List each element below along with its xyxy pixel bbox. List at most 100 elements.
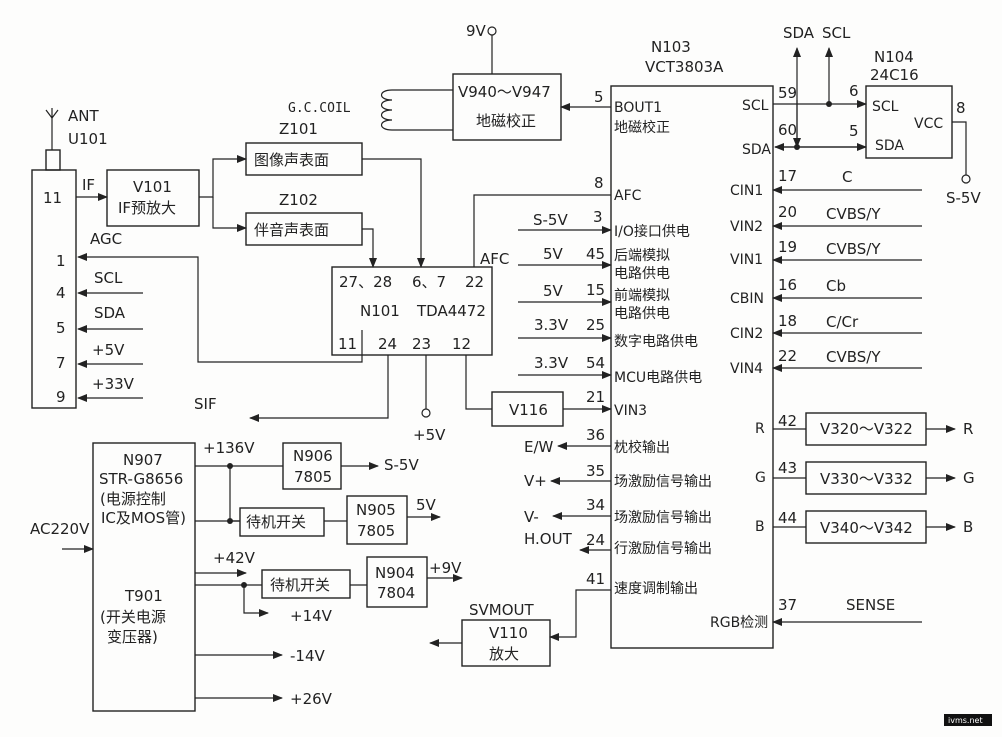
sig-sense: SENSE [846, 596, 895, 614]
n103-pin-22: 22 [778, 347, 797, 365]
rgb-amp-b-ref: V340～V342 [820, 519, 913, 537]
n103-sda: SDA [742, 142, 771, 158]
n103-vplus: 场激励信号输出 [614, 473, 712, 490]
n907-desc1: (电源控制 [100, 490, 166, 508]
n905-out: 5V [416, 496, 437, 514]
label-s5v-right: S-5V [946, 189, 981, 207]
gc-coil-label: G.C.COIL [288, 101, 351, 116]
standby-switch-b [261, 569, 351, 599]
n101-pin-24: 24 [378, 335, 397, 353]
n103-r: R [755, 421, 765, 437]
antenna-connector [45, 149, 61, 171]
n103-scl: SCL [742, 98, 769, 114]
n103-vin2: VIN2 [730, 219, 763, 235]
sig-3v3-a: 3.3V [534, 316, 569, 334]
n103-vin4: VIN4 [730, 361, 763, 377]
sig-cvbs-a: CVBS/Y [826, 205, 881, 223]
supply-terminal-9v [487, 26, 497, 36]
n104-scl: SCL [872, 99, 899, 115]
n103-pin-42: 42 [778, 412, 797, 430]
n904-ref: N904 [375, 564, 415, 582]
n101-pin-12: 12 [452, 335, 471, 353]
n103-pin-37: 37 [778, 596, 797, 614]
n104-pin-6: 6 [849, 82, 859, 100]
rgb-out-b: B [963, 518, 973, 536]
n103-cbin: CBIN [730, 291, 764, 307]
psu-136v: +136V [203, 439, 255, 457]
n101-afc: AFC [480, 250, 509, 268]
n103-pin-8: 8 [594, 174, 604, 192]
sig-cvbs-c: CVBS/Y [826, 348, 881, 366]
n104-pin-8: 8 [956, 99, 966, 117]
n103-pin-43: 43 [778, 459, 797, 477]
sig-cb: Cb [826, 277, 846, 295]
sig-vminus: V- [524, 508, 539, 526]
sig-5v-a: 5V [543, 245, 564, 263]
rgb-out-g: G [963, 469, 975, 487]
standby-switch-a [239, 507, 325, 537]
tuner-agc: AGC [90, 230, 122, 248]
n103-pin-45: 45 [586, 245, 605, 263]
n906-part: 7805 [294, 468, 332, 486]
n103-hout: 行激励信号输出 [614, 540, 712, 557]
n103-digital: 数字电路供电 [614, 334, 698, 350]
n103-bout1: BOUT1 [614, 100, 662, 116]
v110-name: 放大 [489, 645, 519, 663]
standby-b-label: 待机开关 [270, 576, 330, 594]
sig-c: C [842, 168, 852, 186]
n101-part: TDA4472 [416, 302, 486, 320]
junction-standby-a [227, 518, 233, 524]
n103-svm: 速度调制输出 [614, 581, 698, 597]
junction-sda [794, 144, 800, 150]
tuner-5v: +5V [92, 341, 125, 359]
n904-out: +9V [429, 559, 462, 577]
psu-14v-neg: -14V [290, 647, 325, 665]
rgb-out-r: R [963, 420, 973, 438]
n103-afc: AFC [614, 188, 642, 204]
tuner-33v: +33V [92, 375, 135, 393]
label-9v: 9V [466, 22, 487, 40]
sig-s5v: S-5V [533, 211, 568, 229]
sig-5v-b: 5V [543, 282, 564, 300]
geomag-name: 地磁校正 [476, 112, 536, 130]
label-5v-bottom: +5V [413, 426, 446, 444]
n907-ref: N907 [123, 451, 163, 469]
sig-hout: H.OUT [524, 530, 573, 548]
n104-ref: N104 [874, 48, 914, 66]
u101-label: U101 [68, 130, 108, 148]
n103-pin-44: 44 [778, 509, 797, 527]
watermark-badge [944, 714, 992, 726]
junction-136v [227, 463, 233, 469]
n103-pin-17: 17 [778, 167, 797, 185]
ant-label: ANT [68, 107, 99, 125]
n103-front-analog-2: 电路供电 [614, 306, 670, 322]
junction-scl [826, 101, 832, 107]
n103-pin-41: 41 [586, 570, 605, 588]
sif-label: SIF [194, 395, 217, 413]
supply-terminal-s5v-right [961, 174, 971, 184]
bus-scl-label: SCL [822, 24, 851, 42]
n905-part: 7805 [357, 522, 395, 540]
n103-b: B [755, 519, 765, 535]
n101-pin-22: 22 [465, 273, 484, 291]
psu-n907-t901 [92, 442, 196, 712]
rgb-amp-g-ref: V330～V332 [820, 470, 913, 488]
tuner-scl: SCL [94, 269, 123, 287]
n104-pin-5: 5 [849, 122, 859, 140]
n101-pins-27-28: 27、28 [339, 273, 392, 291]
supply-terminal-5v [421, 408, 431, 418]
n907-desc2: IC及MOS管) [101, 509, 186, 527]
n103-pin-15: 15 [586, 281, 605, 299]
standby-a-label: 待机开关 [246, 513, 306, 531]
n101-pin-23: 23 [412, 335, 431, 353]
watermark-text: ivms.net [948, 716, 983, 725]
n905-block [346, 495, 408, 545]
n103-pin-16: 16 [778, 276, 797, 294]
v116-ref: V116 [509, 401, 548, 419]
n103-pin-19: 19 [778, 238, 797, 256]
t901-ref: T901 [124, 587, 163, 605]
n103-pin-3: 3 [593, 208, 603, 226]
n103-pin-35: 35 [586, 462, 605, 480]
n101-ref: N101 [360, 302, 400, 320]
tuner-pin-5: 5 [56, 319, 66, 337]
